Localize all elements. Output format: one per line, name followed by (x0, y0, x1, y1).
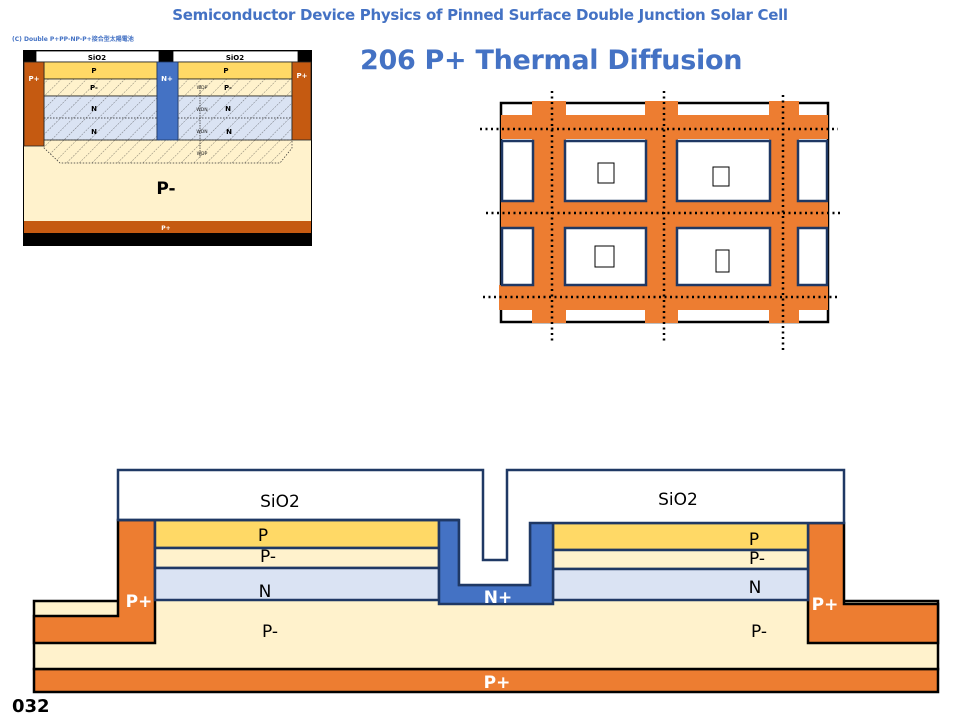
label-pminus-right: P- (749, 549, 765, 569)
header-title: Semiconductor Device Physics of Pinned S… (172, 6, 788, 24)
pplus-right (806, 521, 940, 645)
thumb-bottom-pplus (24, 221, 311, 233)
label-n-right: N (749, 578, 762, 598)
cell-window-edge (796, 226, 829, 287)
label-n-left: N (259, 582, 272, 602)
p-layer-left (153, 518, 441, 550)
contact-square (594, 245, 615, 268)
label-substrate-left: P- (262, 622, 278, 642)
slide-title: 206 P+ Thermal Diffusion (360, 45, 743, 76)
cell-window-edge (500, 226, 535, 287)
n-layer-right (551, 567, 810, 602)
thumb-label-bottom-pplus: P+ (161, 225, 170, 232)
thumb-label-wdp-2: WDP (197, 151, 208, 157)
thumb-label-pplus-left: P+ (29, 75, 40, 83)
pminus-layer-right (551, 548, 810, 571)
thumb-label-p-right: P (223, 67, 228, 75)
label-p-left: P (258, 526, 268, 546)
thumb-label-substrate: P- (156, 179, 175, 199)
top-view-grid (480, 91, 842, 353)
thumb-label-p-left: P (91, 67, 96, 75)
thumb-label-n-left-2: N (91, 128, 97, 136)
thumbnail-caption: (C) Double P+PP-NP-P+接合型太陽電池 (12, 36, 134, 43)
label-pplus-left: P+ (126, 592, 153, 612)
thumb-label-pplus-right: P+ (297, 72, 308, 80)
page-number: 032 (12, 696, 50, 717)
thumb-pplus-left (23, 61, 45, 147)
pplus-left (32, 518, 157, 645)
thumb-label-wdp-1: WDP (197, 85, 208, 91)
thumb-label-n-right-1: N (225, 105, 231, 113)
label-nplus: N+ (484, 588, 512, 608)
p-layer-right (551, 521, 810, 552)
scribe-lines (480, 91, 842, 353)
label-pminus-left: P- (260, 547, 276, 567)
thumb-pplus-right (291, 61, 312, 141)
thumb-label-pminus-right: P- (224, 84, 232, 92)
cell-window-edge (500, 139, 535, 203)
thumb-nplus (156, 61, 179, 141)
thumb-label-sio2-right: SiO2 (226, 54, 244, 62)
label-p-right: P (749, 530, 759, 550)
thumb-label-sio2-left: SiO2 (88, 54, 106, 62)
main-cross-section: SiO2 SiO2 P P P- P- N N P- P- N+ P+ P+ P… (32, 468, 940, 694)
label-pplus-right: P+ (812, 595, 839, 615)
label-substrate-right: P- (751, 622, 767, 642)
contact-square (597, 162, 615, 184)
label-sio2-left: SiO2 (260, 492, 300, 512)
thumb-label-wdn-2: WDN (196, 129, 207, 135)
label-bottom-pplus: P+ (484, 673, 511, 693)
thumbnail-cross-section: SiO2 SiO2 P P P- P- N N N N N+ P+ P+ P+ … (23, 50, 312, 246)
thumb-label-wdn-1: WDN (196, 107, 207, 113)
sio2-layer (116, 468, 846, 587)
cell-window (675, 226, 772, 287)
cell-window-edge (796, 139, 829, 203)
thumb-label-n-left-1: N (91, 105, 97, 113)
thumb-label-nplus: N+ (161, 75, 173, 83)
thumb-label-n-right-2: N (226, 128, 232, 136)
label-sio2-right: SiO2 (658, 490, 698, 510)
contact-square (715, 249, 730, 273)
contact-square (712, 166, 730, 187)
n-layer-left (153, 566, 441, 602)
pminus-layer-left (153, 546, 441, 570)
thumb-label-pminus-left: P- (90, 84, 98, 92)
